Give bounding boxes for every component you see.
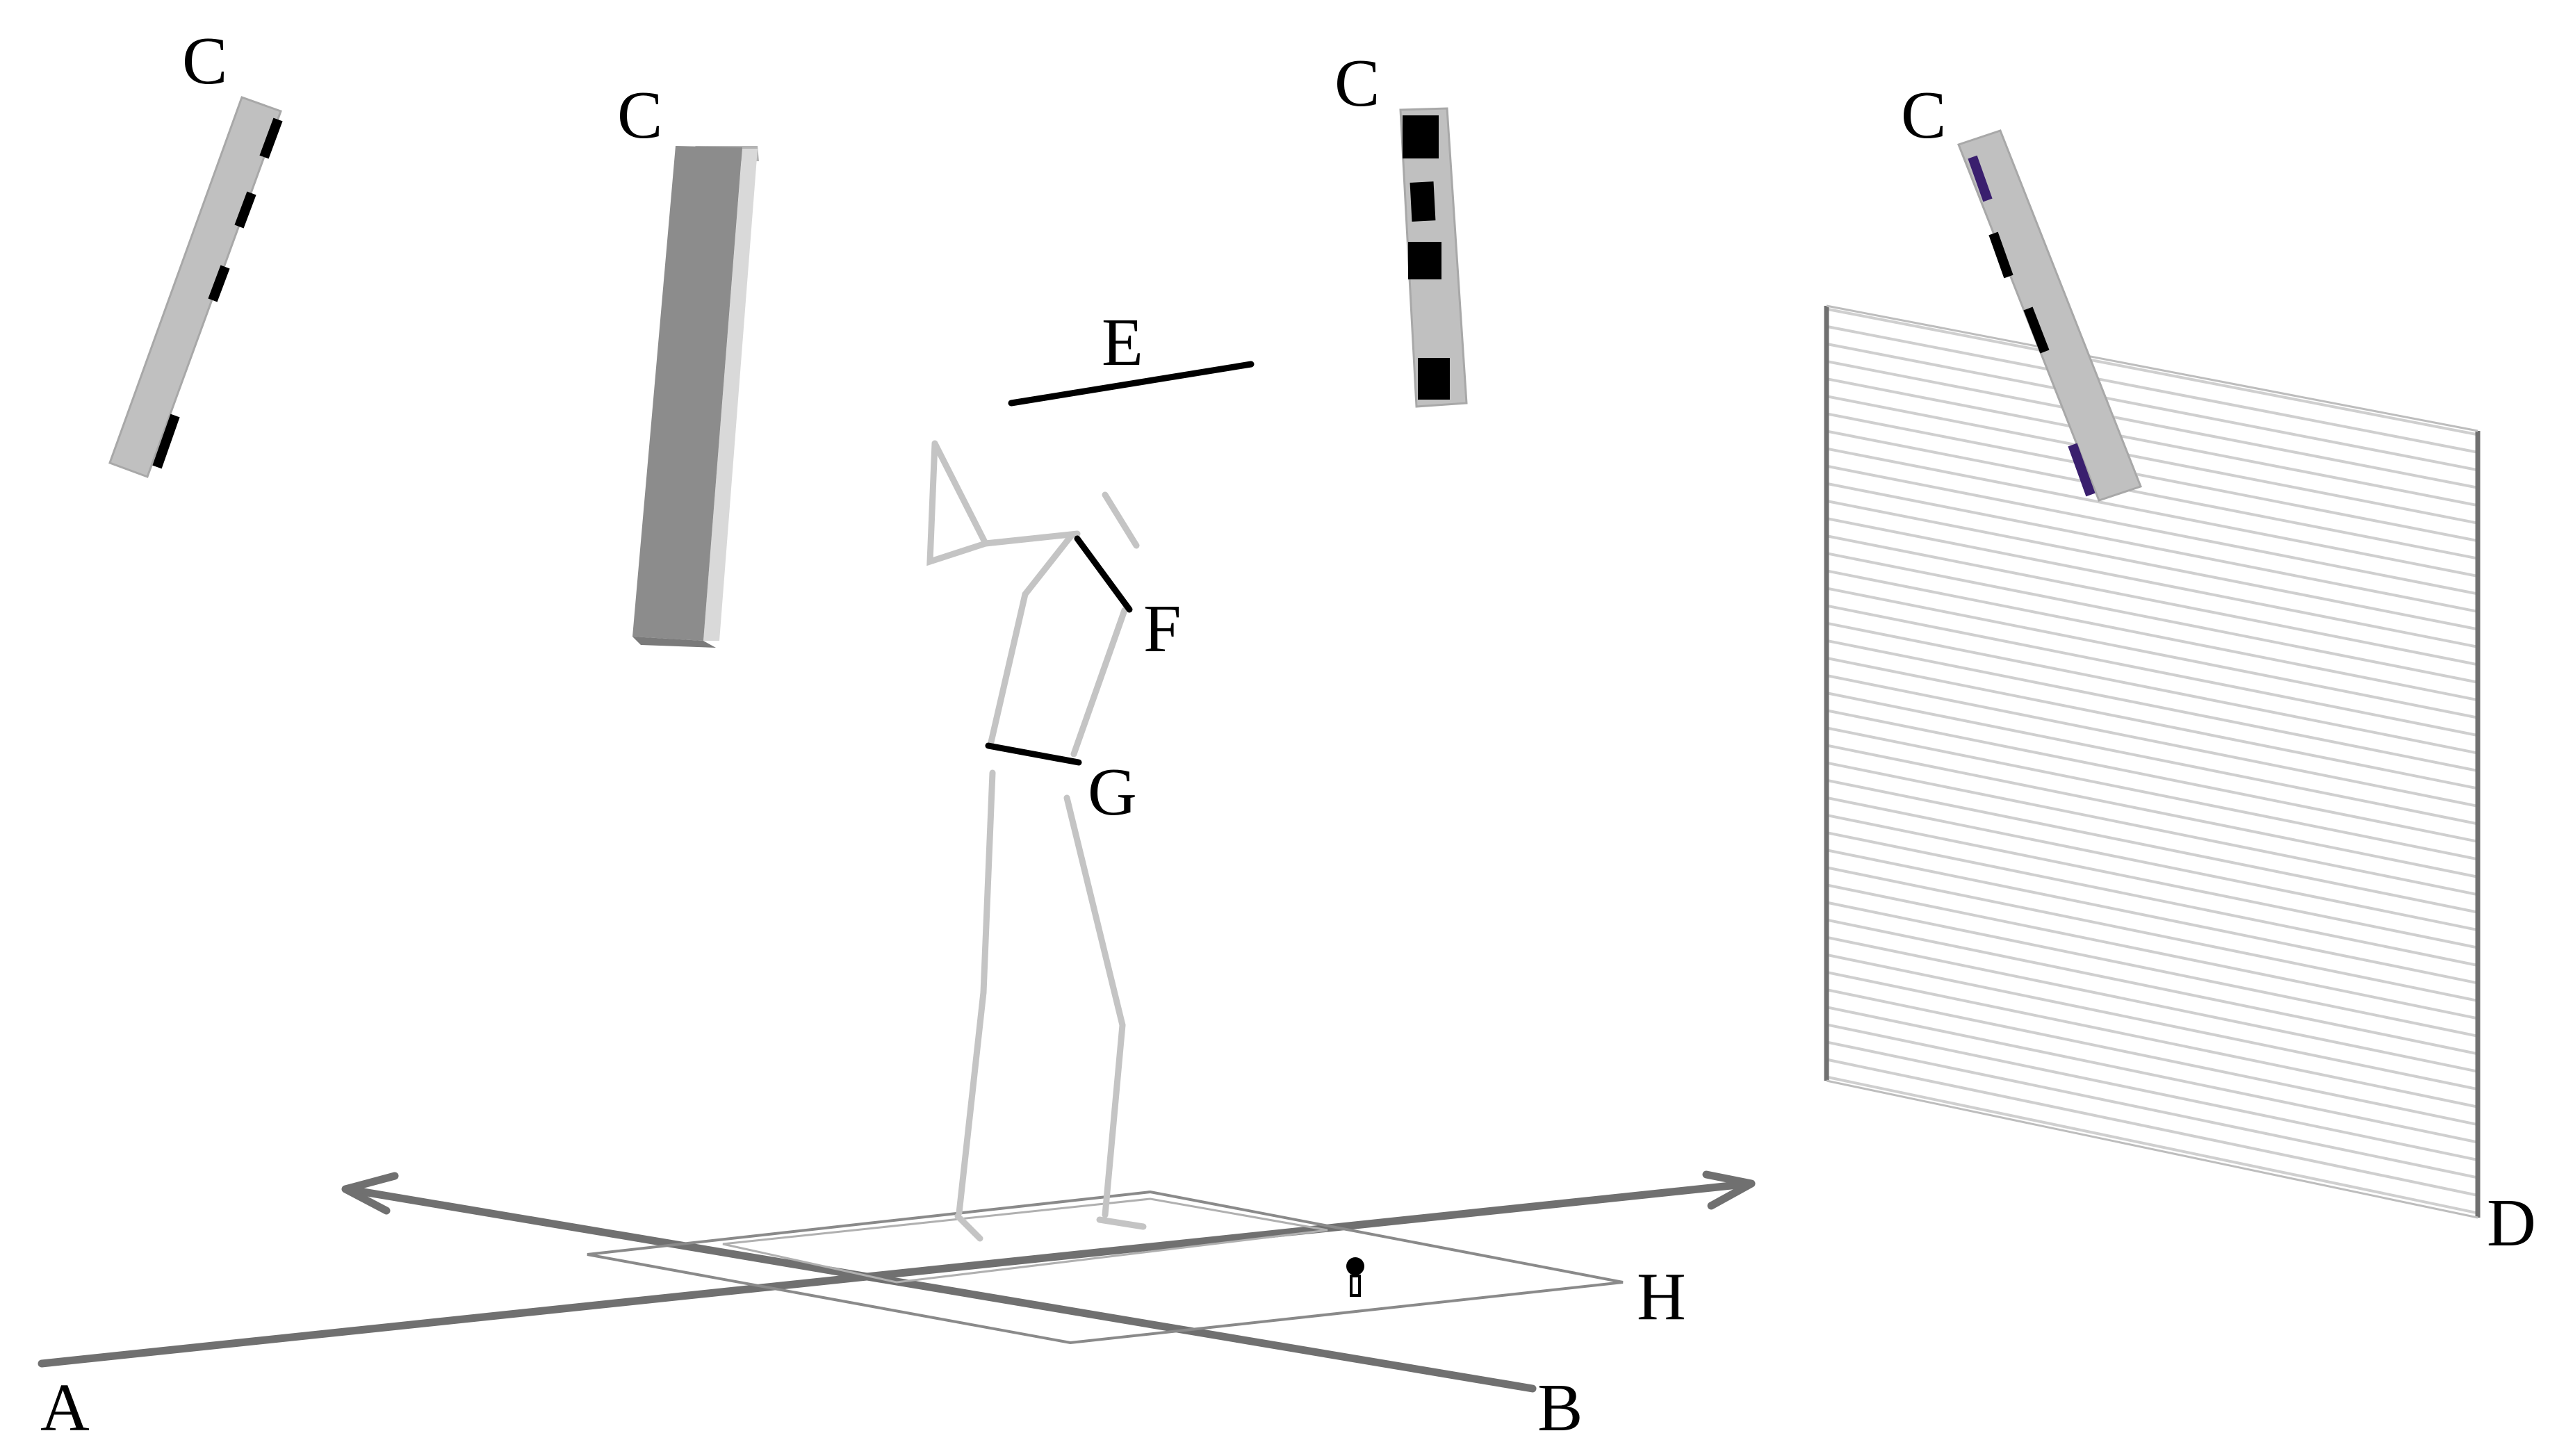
screen-ruling-line [1827,901,2477,1038]
screen-ruling-line [1827,465,2477,596]
left-foot-segment [954,1213,983,1242]
screen-ruling-line [1827,604,2477,737]
screen-ruling-line [1827,692,2477,825]
golf-ball-on-tee-icon [1346,1257,1364,1297]
camera-label: C [617,78,662,153]
screen-d-label: D [2487,1186,2536,1261]
screen-ruling-line [1827,308,2477,436]
screen-ruling-line [1827,954,2477,1090]
screen-ruling-line [1827,377,2477,507]
screen-ruling-line [1827,430,2477,560]
screen-ruling-line [1827,587,2477,719]
camera-icon [108,96,283,478]
screen-ruling-line [1827,552,2477,684]
axis-a-arrowhead [1702,1170,1756,1210]
screen-ruling-line [1827,1006,2477,1144]
camera-icon [1399,107,1468,408]
right-thigh-segment [1063,794,1126,1029]
segment-g-bar [985,742,1082,766]
screen-ruling-line [1827,919,2477,1055]
segment-f-bar [1074,535,1133,613]
labels: C C C C E F G H A B D [40,24,2536,1446]
screen-ruling-line [1827,360,2477,489]
segment-e-bar [1008,361,1255,407]
screen-ruling-line [1827,883,2477,1020]
screen-ruling-line [1827,639,2477,772]
left-shank-segment [956,989,987,1216]
screen-ruling-line [1827,988,2477,1126]
screen-ruling-line [1827,325,2477,454]
screen-ruling-line [1827,517,2477,648]
axis-b-line [347,1186,1537,1393]
upper-torso-segment [987,532,1075,749]
bar-e-label: E [1102,305,1143,380]
screen-ruling-line [1827,500,2477,630]
screen-ruling-line [1827,849,2477,985]
ground-axes [38,1170,1756,1393]
screen-ruling-line [1827,1023,2477,1161]
right-foot-segment [1096,1216,1147,1230]
camera-icon [632,146,759,648]
camera-label: C [182,24,227,99]
screen-ruling-line [1827,395,2477,525]
screen-ruling-line [1827,744,2477,878]
screen-ruling-line [1827,866,2477,1002]
screen-ruling-line [1827,1040,2477,1179]
screen-ruling-line [1827,343,2477,471]
left-thigh-segment [980,769,996,996]
force-plate [587,1190,1624,1345]
screen-ruling-line [1827,534,2477,666]
screen-ruling-line [1827,622,2477,755]
right-arm-segment [1102,491,1140,549]
screen-ruling-line [1827,796,2477,931]
camera-label: C [1334,46,1380,121]
trunk-right-segment [1070,607,1128,758]
axis-a-label: A [40,1371,90,1446]
screen-ruling-line [1827,761,2477,896]
camera-icon [1957,129,2142,502]
screen-ruling-line [1827,1076,2477,1214]
screen-ruling-line [1827,569,2477,701]
segment-f-label: F [1143,591,1182,666]
camera-label: C [1901,78,1946,153]
plate-outline [587,1190,1624,1345]
segment-g-label: G [1088,755,1137,830]
projection-screen [1824,304,2481,1219]
highlighted-segments [985,361,1255,766]
screen-ruling-line [1827,447,2477,578]
club-shaft-segment [982,530,1081,547]
plate-h-label: H [1637,1259,1686,1334]
axis-b-label: B [1537,1371,1583,1446]
right-shank-segment [1102,1022,1126,1218]
golfer-skeleton [926,440,1147,1242]
screen-ruling-line [1827,657,2477,790]
screen-ruling-line [1827,412,2477,542]
screen-ruling-line [1827,814,2477,949]
left-arm-segment [926,440,990,566]
axis-b-arrowhead [341,1172,399,1215]
screen-ruling-line [1827,726,2477,860]
screen-ruling-line [1827,1058,2477,1197]
screen-ruling-line [1827,709,2477,843]
screen-ruling-line [1827,936,2477,1073]
screen-ruling-line [1827,674,2477,808]
screen-ruling-line [1827,971,2477,1109]
screen-ruling-line [1827,779,2477,914]
screen-ruling-line [1827,831,2477,967]
axis-a-line [38,1181,1742,1368]
screen-ruling-line [1827,482,2477,613]
plate-inner-outline [722,1197,1328,1284]
